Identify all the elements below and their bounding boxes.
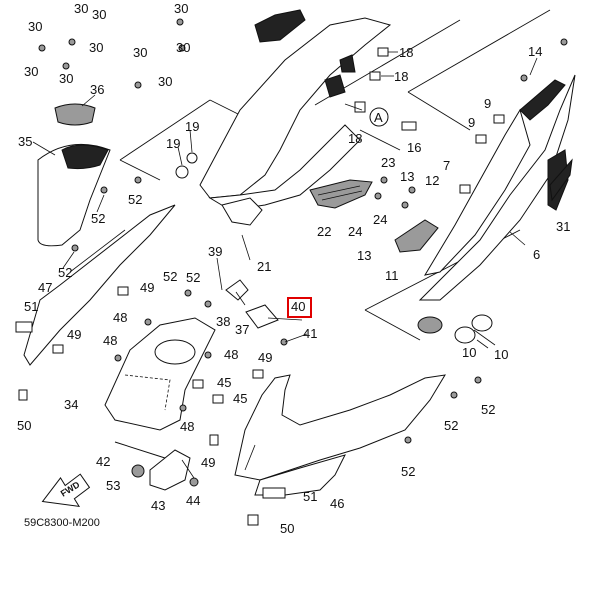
callout-16: 16	[407, 140, 421, 155]
callout-13: 13	[400, 169, 414, 184]
callout-24: 24	[373, 212, 387, 227]
callout-19: 19	[166, 136, 180, 151]
callout-18: 18	[399, 45, 413, 60]
callout-52: 52	[401, 464, 415, 479]
callout-48: 48	[113, 310, 127, 325]
stand-bracket-assembly	[114, 441, 199, 491]
callout-52: 52	[186, 270, 200, 285]
callout-42: 42	[96, 454, 110, 469]
callout-38: 38	[216, 314, 230, 329]
callout-52: 52	[91, 211, 105, 226]
callout-50: 50	[17, 418, 31, 433]
callout-22: 22	[317, 224, 331, 239]
callout-18: 18	[348, 131, 362, 146]
callout-30: 30	[74, 1, 88, 16]
callout-9: 9	[468, 115, 475, 130]
callout-12: 12	[425, 173, 439, 188]
callout-10: 10	[494, 347, 508, 362]
part-21-bracket	[221, 197, 263, 261]
callout-37: 37	[235, 322, 249, 337]
callout-19: 19	[185, 119, 199, 134]
callout-30: 30	[24, 64, 38, 79]
callout-51: 51	[303, 489, 317, 504]
callout-48: 48	[180, 419, 194, 434]
callout-47: 47	[38, 280, 52, 295]
callout-49: 49	[258, 350, 272, 365]
callout-52: 52	[163, 269, 177, 284]
callout-48: 48	[224, 347, 238, 362]
callout-36: 36	[90, 82, 104, 97]
body-shell-center	[199, 9, 392, 211]
callout-52: 52	[481, 402, 495, 417]
callout-52: 52	[128, 192, 142, 207]
callout-10: 10	[462, 345, 476, 360]
callout-31: 31	[556, 219, 570, 234]
callout-45: 45	[233, 391, 247, 406]
callout-30: 30	[176, 40, 190, 55]
callout-53: 53	[106, 478, 120, 493]
callout-43: 43	[151, 498, 165, 513]
callout-6: 6	[533, 247, 540, 262]
part-36-emblem	[54, 94, 96, 126]
callout-41: 41	[303, 326, 317, 341]
callout-numbers: 30 30 30 30 30 30 30 30 30 36 35 19 19 5…	[17, 1, 570, 536]
callout-34: 34	[64, 397, 78, 412]
callout-13: 13	[357, 248, 371, 263]
fastener-glyphs	[15, 18, 573, 526]
leader-lines	[32, 51, 538, 471]
callout-30: 30	[174, 1, 188, 16]
part-34-inner-cover	[104, 317, 216, 431]
callout-35: 35	[18, 134, 32, 149]
callout-30: 30	[28, 19, 42, 34]
callout-52: 52	[444, 418, 458, 433]
callout-14: 14	[528, 44, 542, 59]
callout-52: 52	[58, 265, 72, 280]
callout-30: 30	[92, 7, 106, 22]
part-11-bracket	[394, 219, 439, 253]
callout-49: 49	[140, 280, 154, 295]
callout-18: 18	[394, 69, 408, 84]
reference-mark-a-label: A	[374, 110, 383, 125]
callout-40: 40	[291, 299, 305, 314]
fwd-direction-arrow: FWD	[41, 473, 91, 508]
highlight-box	[287, 297, 312, 318]
callout-44: 44	[186, 493, 200, 508]
part-6-side-panel	[418, 74, 576, 301]
part-46-lower-cover	[234, 374, 446, 499]
callout-30: 30	[158, 74, 172, 89]
part-10-grommets	[417, 314, 493, 344]
part-35-front-panel	[37, 143, 111, 247]
callout-48: 48	[103, 333, 117, 348]
callout-30: 30	[89, 40, 103, 55]
part-22-footrest	[309, 179, 373, 209]
callout-39: 39	[208, 244, 222, 259]
reference-mark-a: A	[369, 107, 389, 127]
callout-7: 7	[443, 158, 450, 173]
part-47-side-rail	[23, 204, 176, 366]
callout-49: 49	[67, 327, 81, 342]
callout-50: 50	[280, 521, 294, 536]
callout-21: 21	[257, 259, 271, 274]
callout-24: 24	[348, 224, 362, 239]
callout-45: 45	[217, 375, 231, 390]
callout-46: 46	[330, 496, 344, 511]
callout-23: 23	[381, 155, 395, 170]
callout-9: 9	[484, 96, 491, 111]
callout-30: 30	[133, 45, 147, 60]
callout-51: 51	[24, 299, 38, 314]
callout-30: 30	[59, 71, 73, 86]
callout-49: 49	[201, 455, 215, 470]
callout-11: 11	[385, 268, 399, 283]
figure-code: 59C8300-M200	[24, 517, 100, 529]
